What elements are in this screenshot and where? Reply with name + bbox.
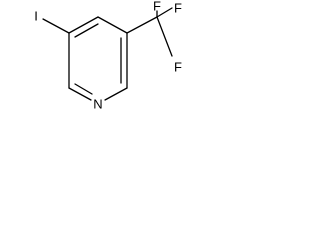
atom-label-fluorine-right-top: F xyxy=(174,1,182,16)
ring-bond-n-c6 xyxy=(68,87,92,101)
atom-label-fluorine-right-bottom: F xyxy=(174,60,182,75)
double-bond-c2-c3 xyxy=(74,23,99,38)
bond-ring-cf3 xyxy=(126,16,158,34)
chemical-structure: I N F F F xyxy=(34,0,182,112)
bond-c-f-right-bottom xyxy=(156,16,173,57)
bond-c-f-right-top xyxy=(156,7,173,18)
ring-bond-c3-c4 xyxy=(97,16,128,34)
ring-bond-c2-c3 xyxy=(68,16,99,34)
bond-c-i xyxy=(42,18,70,34)
atom-label-fluorine-top: F xyxy=(153,0,161,14)
atom-label-nitrogen: N xyxy=(93,97,102,112)
ring-bond-c5-n xyxy=(104,87,128,101)
atom-label-iodine: I xyxy=(34,9,38,24)
double-bond-n-c6 xyxy=(74,83,93,95)
